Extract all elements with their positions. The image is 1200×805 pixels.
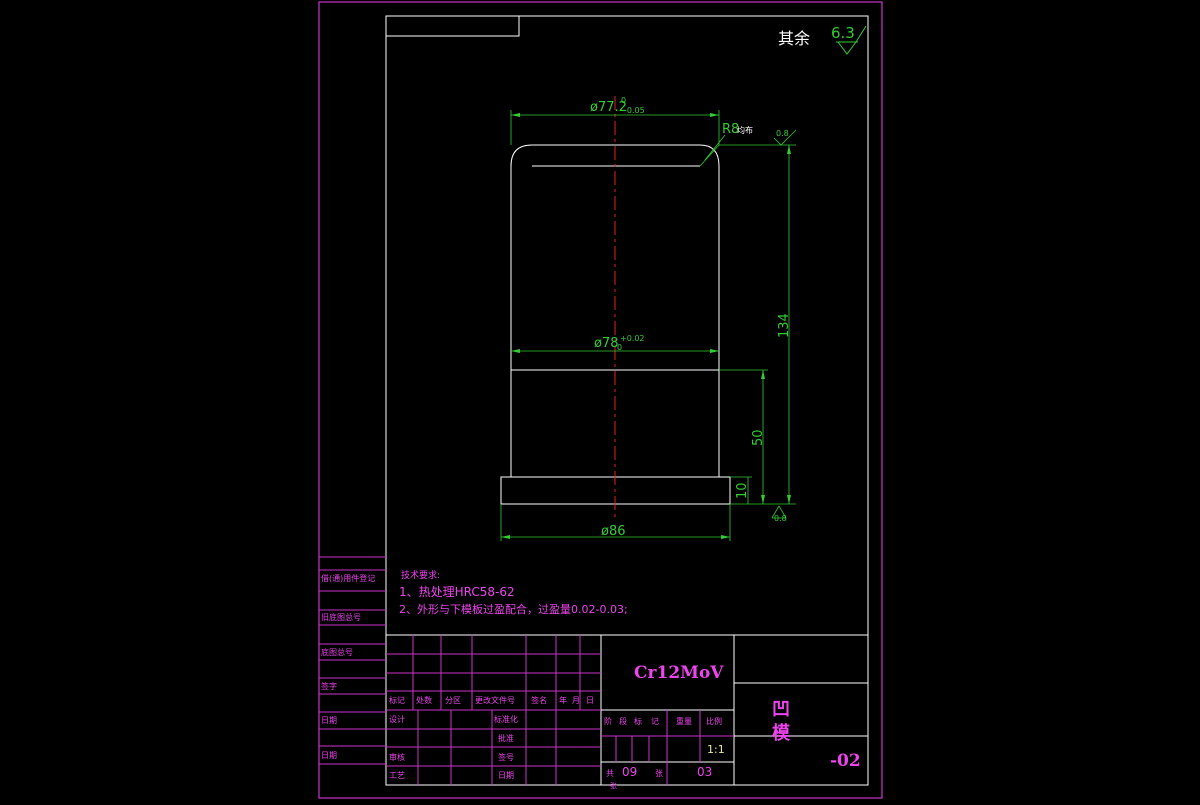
rev-header-count: 处数 [416,695,432,705]
dim-total-height: 134 [777,313,792,338]
surface-finish-top-icon [773,129,797,146]
rev-header-doc: 更改文件号 [475,695,515,705]
rev-header-month: 月 [572,696,580,705]
surface-finish-bottom-icon [771,505,787,519]
sheets-total: 09 [622,765,637,779]
rev-header-sign: 签名 [531,695,547,705]
surface-other-label: 其余 [778,29,810,48]
sheet-number: 03 [697,765,712,779]
dim-top-tol-upper: 0 [621,96,626,105]
scale-value: 1:1 [707,743,725,756]
side-label-date-1: 日期 [321,716,337,725]
side-label-date-2: 日期 [321,751,337,760]
side-label-drawing-no: 底图总号 [321,647,353,657]
dim-fillet-note: 均布 [737,125,753,135]
tech-req-title: 技术要求: [401,569,440,581]
title-block-grid [386,634,868,785]
stage-header-3: 标 [634,716,642,726]
dim-mid-tol: +0.02 [620,334,645,343]
sheet-label-2: 张 [655,769,663,778]
side-label-borrowed: 借(通)用件登记 [321,573,375,583]
stage-header-1: 阶 [604,716,612,726]
outer-frame [318,1,883,799]
dim-top-diameter: ø77.2 [590,100,627,115]
stage-header-4: 记 [651,717,659,726]
rev-header-mark: 标记 [389,695,405,705]
rev-header-day: 日 [586,696,594,705]
dim-base-diameter: ø86 [601,524,626,539]
sig-label-standard: 标准化 [494,714,518,724]
inner-frame [385,15,869,786]
dim-mid-diameter: ø78 [594,336,619,351]
part-outline-upper [510,144,720,370]
part-name-1: 凹 [772,699,790,720]
material-label: Cr12MoV [634,663,724,683]
stage-header-scale: 比例 [706,716,722,726]
tech-req-item-1: 1、热处理HRC58-62 [399,585,515,599]
tech-req-item-2: 2、外形与下模板过盈配合，过盈量0.02-0.03; [399,602,628,616]
part-name-2: 模 [772,722,791,744]
sheet-label-1: 张 [610,781,617,790]
dim-mid-tol-lower: 0 [617,343,622,352]
dim-top-tol-lower: -0.05 [624,106,645,115]
surface-other-value: 6.3 [831,24,855,42]
side-strip [319,556,386,765]
dim-flange-height: 10 [735,482,750,499]
sig-label-process: 工艺 [389,771,405,780]
dim-lower-height: 50 [751,429,766,446]
stage-header-weight: 重量 [676,716,692,726]
surface-bottom-value: 0.8 [774,514,787,523]
sig-label-date: 日期 [498,771,514,780]
sig-label-code: 签号 [498,752,514,762]
side-label-signature: 签字 [321,681,337,691]
stage-header-2: 段 [619,716,627,726]
dim-fillet: R8 [722,122,739,137]
sig-label-approve: 批准 [498,733,514,743]
sig-label-review: 审核 [389,752,405,762]
side-label-old-drawing: 旧底图总号 [321,612,361,622]
rev-header-year: 年 [559,695,567,705]
sig-label-design: 设计 [389,714,405,724]
surface-top-value: 0.8 [776,129,789,138]
drawing-number: -02 [830,751,861,771]
sheets-total-label: 共 [606,769,614,778]
corner-box [385,15,520,37]
rev-header-zone: 分区 [445,696,461,705]
surface-finish-symbol-icon [837,25,867,55]
